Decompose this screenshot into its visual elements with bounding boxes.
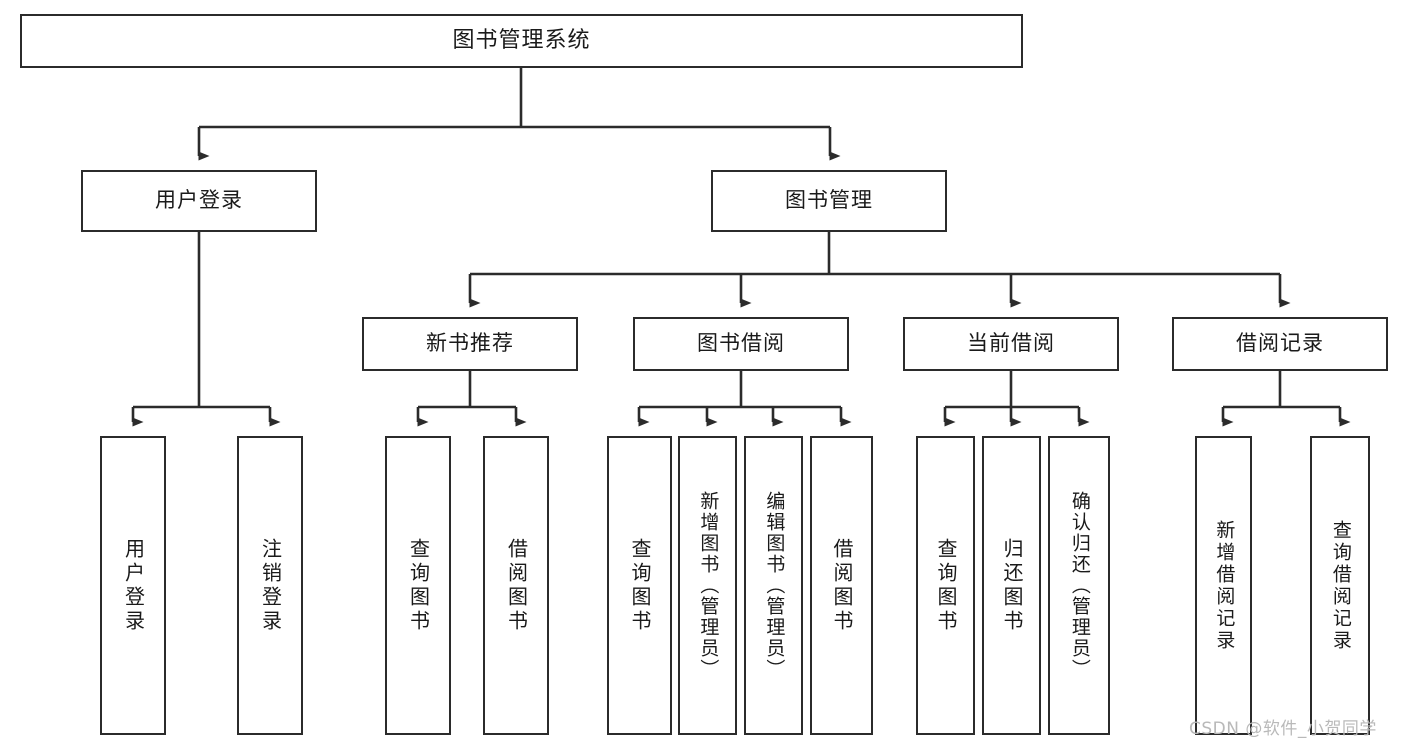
node-borrow-records[interactable]: 借阅记录 — [1172, 317, 1388, 371]
leaf-borrow-book[interactable]: 借阅图书 — [810, 436, 873, 735]
leaf-borrow-book-new[interactable]: 借阅图书 — [483, 436, 549, 735]
node-label: 新增借阅记录 — [1213, 519, 1236, 652]
node-label: 查询图书 — [934, 537, 958, 634]
node-label: 用户登录 — [155, 188, 243, 213]
node-label: 借阅图书 — [830, 537, 854, 634]
node-label: 新增图书（管理员） — [697, 491, 720, 680]
node-label: 用户登录 — [121, 537, 146, 634]
node-label: 新书推荐 — [426, 331, 514, 356]
leaf-user-login[interactable]: 用户登录 — [100, 436, 166, 735]
leaf-add-borrow-record[interactable]: 新增借阅记录 — [1195, 436, 1252, 735]
node-label: 图书管理系统 — [452, 27, 591, 53]
node-book-borrow[interactable]: 图书借阅 — [633, 317, 849, 371]
node-label: 确认归还（管理员） — [1068, 491, 1091, 680]
node-label: 图书借阅 — [697, 331, 785, 356]
node-label: 编辑图书（管理员） — [763, 491, 786, 680]
node-user-login[interactable]: 用户登录 — [81, 170, 317, 232]
node-root[interactable]: 图书管理系统 — [20, 14, 1023, 68]
node-label: 借阅记录 — [1236, 331, 1324, 356]
leaf-query-book-current[interactable]: 查询图书 — [916, 436, 975, 735]
leaf-query-borrow-record[interactable]: 查询借阅记录 — [1310, 436, 1370, 735]
node-label: 查询借阅记录 — [1329, 519, 1352, 652]
leaf-query-book-borrow[interactable]: 查询图书 — [607, 436, 672, 735]
node-current-borrow[interactable]: 当前借阅 — [903, 317, 1119, 371]
leaf-add-book-admin[interactable]: 新增图书（管理员） — [678, 436, 737, 735]
node-label: 图书管理 — [785, 188, 873, 213]
node-label: 当前借阅 — [967, 331, 1055, 356]
node-new-book-recommend[interactable]: 新书推荐 — [362, 317, 578, 371]
leaf-return-book[interactable]: 归还图书 — [982, 436, 1041, 735]
leaf-user-logout[interactable]: 注销登录 — [237, 436, 303, 735]
leaf-confirm-return-admin[interactable]: 确认归还（管理员） — [1048, 436, 1110, 735]
csdn-watermark: CSDN @软件_小贺同学 — [1189, 719, 1377, 739]
node-label: 注销登录 — [258, 537, 283, 634]
node-label: 借阅图书 — [504, 537, 529, 634]
node-label: 查询图书 — [406, 537, 431, 634]
node-book-management[interactable]: 图书管理 — [711, 170, 947, 232]
leaf-edit-book-admin[interactable]: 编辑图书（管理员） — [744, 436, 803, 735]
node-label: 归还图书 — [1000, 537, 1024, 634]
node-label: 查询图书 — [628, 537, 652, 634]
leaf-query-book-new[interactable]: 查询图书 — [385, 436, 451, 735]
